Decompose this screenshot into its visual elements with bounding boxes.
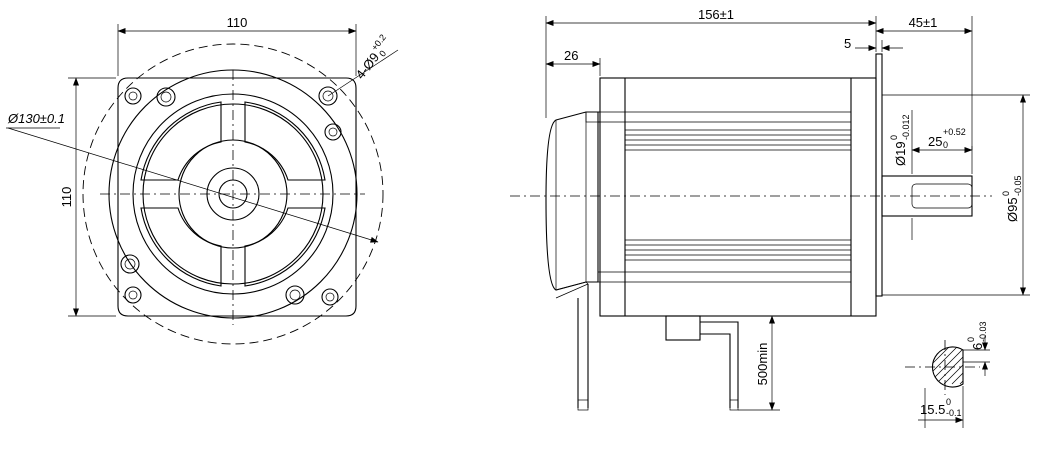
motor-body xyxy=(599,77,877,317)
window-top-right xyxy=(244,101,326,181)
shaft-dia-label: Ø19 xyxy=(893,141,908,166)
hole-dim-label: 4-Ø9 xyxy=(353,50,383,82)
fins-top xyxy=(598,111,851,151)
front-flange xyxy=(875,53,883,297)
shaft-dia-tol-upper: 0 xyxy=(889,135,899,140)
window-top-left xyxy=(140,101,222,181)
key-width-label-group: 6 0 -0.03 xyxy=(966,321,988,350)
hole-dim-tol-lower: 0 xyxy=(377,49,388,59)
cable-box xyxy=(665,315,701,341)
pilot-dia-label-group: Ø95 0 -0.05 xyxy=(1001,175,1023,222)
key-length-tol-upper: +0.52 xyxy=(943,127,966,137)
rear-length-label: 26 xyxy=(564,48,578,63)
circle-dim-label: Ø130±0.1 xyxy=(7,111,65,126)
section-outline xyxy=(931,346,964,388)
rear-cap xyxy=(545,111,599,291)
flat-dim-tol-upper: 0 xyxy=(946,397,951,407)
bolt-circle xyxy=(82,43,384,345)
shaft-length-label: 45±1 xyxy=(909,15,938,30)
pilot-dia-label: Ø95 xyxy=(1005,197,1020,222)
window-bottom-left xyxy=(140,207,222,287)
key-width-tol-lower: -0.03 xyxy=(978,321,988,342)
shaft-dia-label-group: Ø19 0 -0.012 xyxy=(889,114,911,166)
circle-dim-line xyxy=(7,127,379,243)
pilot-dia-tol-lower: -0.05 xyxy=(1013,175,1023,196)
height-dim-label: 110 xyxy=(59,187,74,208)
front-view: 110 110 Ø130±0.1 4-Ø9 +0.2 0 xyxy=(6,15,399,345)
cable-main xyxy=(700,321,739,408)
key-length-tol-lower: 0 xyxy=(943,140,948,150)
flange-outline xyxy=(117,77,357,317)
pilot-dia-tol-upper: 0 xyxy=(1001,191,1011,196)
mount-holes xyxy=(120,86,342,306)
shaft-key xyxy=(911,183,973,209)
width-dim-label: 110 xyxy=(227,15,248,30)
hole-dim-label-group: 4-Ø9 +0.2 0 xyxy=(353,32,389,82)
cable-length-label: 500min xyxy=(755,343,770,386)
overall-length-label: 156±1 xyxy=(698,7,734,22)
key-width-tol-upper: 0 xyxy=(966,337,976,342)
side-view: 500min 156±1 45±1 5 26 Ø95 0 -0.05 xyxy=(510,7,1030,411)
flange-thickness-label: 5 xyxy=(844,36,851,51)
shaft-dia-tol-lower: -0.012 xyxy=(901,114,911,140)
fins-bottom xyxy=(598,239,851,283)
key-length-label-group: 25 +0.52 0 xyxy=(928,127,966,150)
window-bottom-right xyxy=(244,207,326,287)
flat-dim-label: 15.5 xyxy=(920,402,945,417)
flat-dim-label-group: 15.5 0 -0.1 xyxy=(920,397,962,418)
flat-dim-tol-lower: -0.1 xyxy=(946,408,962,418)
hole-dim-leader xyxy=(327,49,399,97)
shaft-section: 6 0 -0.03 15.5 0 -0.1 xyxy=(905,321,990,428)
key-width-label: 6 xyxy=(970,343,985,350)
key-length-label: 25 xyxy=(928,134,942,149)
